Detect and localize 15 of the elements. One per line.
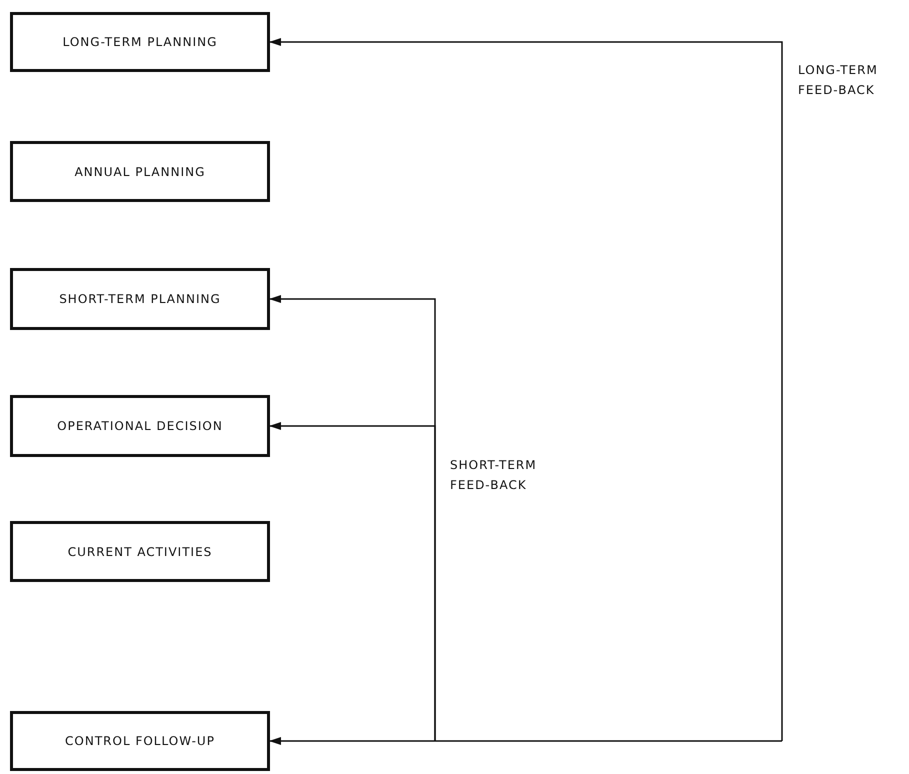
box-label: ANNUAL PLANNING: [74, 164, 206, 178]
process-box: [10, 12, 270, 72]
box-label: CURRENT ACTIVITIES: [68, 544, 212, 558]
process-box: [10, 141, 270, 202]
feedback-arrow: [269, 737, 782, 745]
feedback-arrow: [269, 422, 436, 741]
process-box: [10, 268, 270, 330]
box-label: CONTROL FOLLOW-UP: [65, 734, 215, 748]
feedback-arrow: [269, 38, 783, 741]
box-label: OPERATIONAL DECISION: [57, 419, 223, 433]
process-box: [10, 395, 270, 457]
box-label: SHORT-TERM PLANNING: [59, 292, 221, 306]
process-box: [10, 711, 270, 771]
box-label: LONG-TERM PLANNING: [62, 35, 218, 49]
process-box: [10, 521, 270, 582]
